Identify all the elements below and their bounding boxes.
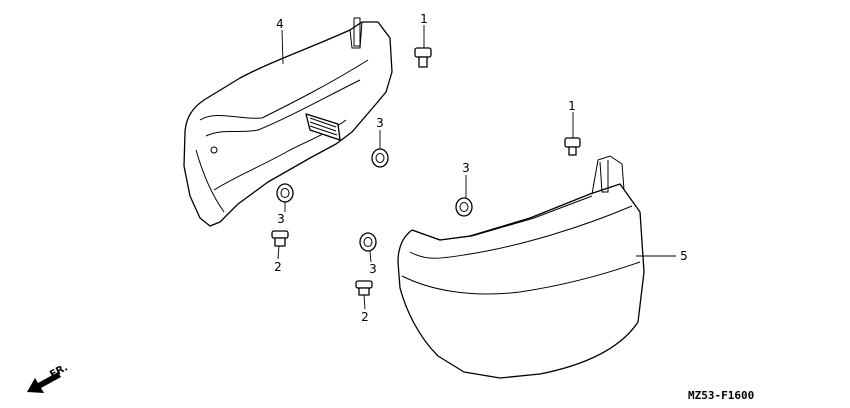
callout-5: 5 (680, 249, 688, 263)
leader-4 (281, 29, 284, 65)
part-3-grommet-a (371, 148, 389, 168)
callout-2-right: 2 (361, 310, 369, 324)
leader-2-left (277, 245, 280, 260)
part-4-left-side-cover (183, 17, 393, 227)
part-1-bolt-right (564, 137, 581, 156)
callout-3-a: 3 (376, 116, 384, 130)
figure-code: MZ53-F1600 (688, 389, 754, 402)
front-direction-arrow-icon (27, 372, 61, 393)
callout-3-b: 3 (277, 212, 285, 226)
part-2-collar-left (271, 230, 289, 247)
part-1-bolt-upper (414, 47, 432, 68)
callout-3-d: 3 (369, 262, 377, 276)
part-3-grommet-c (455, 197, 473, 217)
part-3-grommet-b (276, 183, 294, 203)
leader-2-right (363, 294, 366, 310)
callout-4: 4 (276, 17, 284, 31)
part-3-grommet-d (359, 232, 377, 252)
callout-2-left: 2 (274, 260, 282, 274)
part-2-collar-right (355, 280, 373, 296)
part-5-right-side-cover (397, 155, 645, 379)
callout-3-c: 3 (462, 161, 470, 175)
leader-3-d (369, 250, 372, 263)
callout-1-right: 1 (568, 99, 576, 113)
callout-1-upper: 1 (420, 12, 428, 26)
